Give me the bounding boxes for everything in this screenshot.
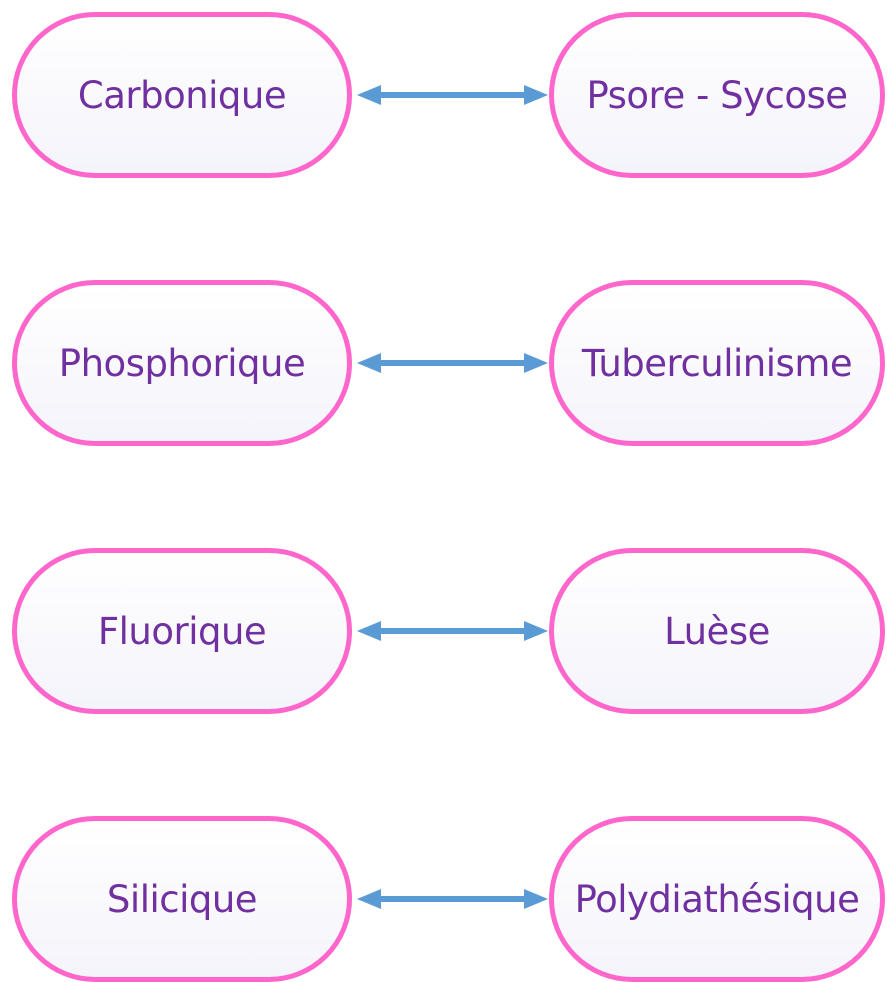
double-arrow-icon: [357, 85, 548, 105]
node-silicique: Silicique: [12, 816, 352, 982]
double-arrow-icon: [357, 889, 548, 909]
double-arrow-connector: [355, 884, 550, 914]
double-arrow-connector: [355, 80, 550, 110]
node-psore-sycose: Psore - Sycose: [549, 12, 885, 178]
node-carbonique: Carbonique: [12, 12, 352, 178]
node-label: Polydiathésique: [574, 877, 860, 921]
node-fluorique: Fluorique: [12, 548, 352, 714]
node-label: Luèse: [664, 609, 770, 653]
double-arrow-connector: [355, 616, 550, 646]
double-arrow-icon: [357, 353, 548, 373]
node-label: Phosphorique: [58, 341, 306, 385]
node-polydiathesique: Polydiathésique: [549, 816, 885, 982]
double-arrow-connector: [355, 348, 550, 378]
node-label: Psore - Sycose: [586, 73, 848, 117]
node-label: Silicique: [106, 877, 258, 921]
node-tuberculinisme: Tuberculinisme: [549, 280, 885, 446]
node-label: Carbonique: [77, 73, 287, 117]
node-label: Fluorique: [97, 609, 267, 653]
node-phosphorique: Phosphorique: [12, 280, 352, 446]
node-label: Tuberculinisme: [581, 341, 853, 385]
double-arrow-icon: [357, 621, 548, 641]
node-luese: Luèse: [549, 548, 885, 714]
